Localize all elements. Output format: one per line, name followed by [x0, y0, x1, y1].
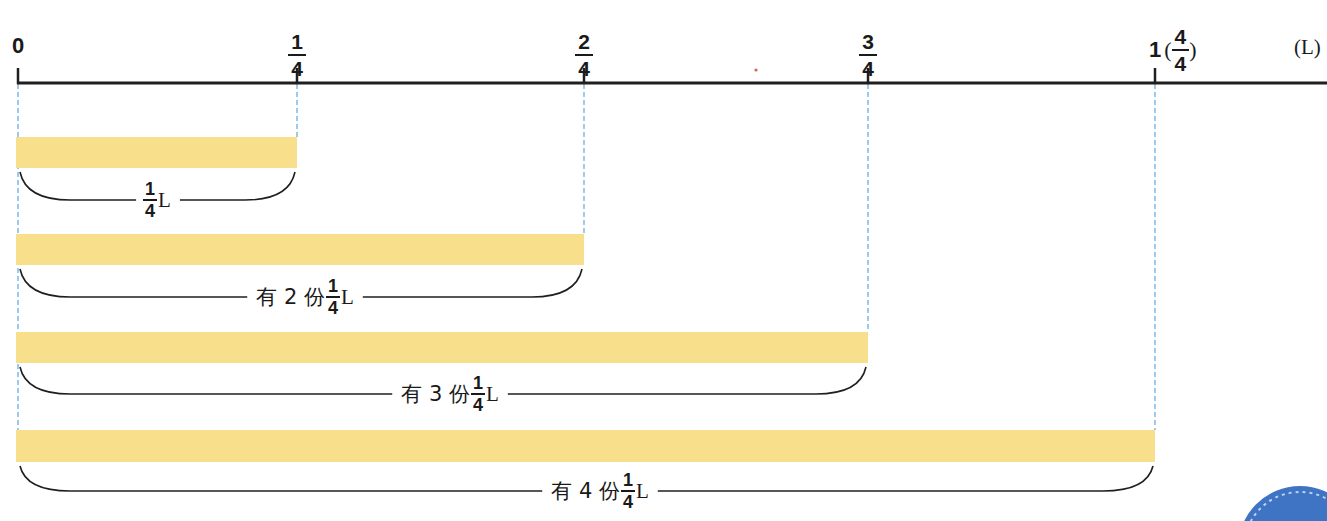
- denominator: 4: [1175, 53, 1187, 74]
- label-text: (: [1164, 37, 1171, 63]
- amount-bar: [16, 430, 1155, 462]
- fraction: 14: [291, 31, 303, 79]
- numerator: 1: [623, 471, 633, 489]
- tick-label: 34: [862, 31, 874, 79]
- bars: [16, 137, 1155, 462]
- label-text: 1: [1149, 39, 1161, 61]
- tick: [17, 68, 20, 84]
- fraction-bar: [288, 54, 306, 56]
- guide-line: [583, 84, 584, 234]
- fraction-bar: [471, 393, 485, 395]
- corner-decoration: [1238, 486, 1327, 521]
- guide-line: [296, 84, 297, 137]
- bracket-curve: [658, 466, 1153, 491]
- fraction: 24: [578, 31, 590, 79]
- guide-line: [1154, 84, 1155, 430]
- numerator: 2: [578, 31, 590, 52]
- bracket-curve: [20, 172, 136, 200]
- corner-decoration-ring: [1244, 492, 1327, 521]
- fraction: 14: [145, 180, 155, 220]
- tick-label: 24: [578, 31, 590, 79]
- denominator: 4: [291, 58, 303, 79]
- print-dot: [754, 68, 757, 71]
- label-text: L: [486, 382, 499, 407]
- numerator: 1: [291, 31, 303, 52]
- number-line: [17, 82, 1327, 85]
- bracket-curve: [180, 172, 295, 200]
- bracket-curve: [20, 466, 542, 491]
- fraction: 14: [623, 471, 633, 511]
- numerator: 4: [1175, 26, 1187, 47]
- fraction: 34: [862, 31, 874, 79]
- unit-label: (L): [1294, 35, 1321, 60]
- bracket-label: 有 4 份14L: [547, 471, 653, 511]
- label-text: L: [636, 479, 649, 504]
- amount-bar: [16, 137, 297, 168]
- bracket-curve: [508, 367, 866, 394]
- tick-label: 0: [12, 35, 24, 57]
- label-text: L: [158, 188, 171, 213]
- bracket-curve: [20, 367, 392, 394]
- numerator: 3: [862, 31, 874, 52]
- tick-label: 14: [291, 31, 303, 79]
- label-text: L: [341, 285, 354, 310]
- numerator: 1: [473, 374, 483, 392]
- numerator: 1: [145, 180, 155, 198]
- tick: [1154, 68, 1157, 84]
- bracket-label: 14L: [141, 180, 175, 220]
- label-text: 有 4 份: [551, 477, 620, 505]
- bracket-curve: [20, 269, 247, 297]
- fraction: 14: [328, 277, 338, 317]
- fraction-bar: [859, 54, 877, 56]
- denominator: 4: [862, 58, 874, 79]
- bracket-label: 有 3 份14L: [397, 374, 503, 414]
- fraction-bar: [621, 490, 635, 492]
- fraction: 44: [1175, 26, 1187, 74]
- tick-label: 1(44): [1149, 26, 1197, 74]
- bracket-label: 有 2 份14L: [252, 277, 358, 317]
- amount-bar: [16, 234, 584, 265]
- brackets: [20, 172, 1153, 491]
- denominator: 4: [328, 299, 338, 317]
- fraction-bar: [326, 296, 340, 298]
- label-text: 0: [12, 35, 24, 57]
- denominator: 4: [145, 202, 155, 220]
- label-text: 有 2 份: [256, 283, 325, 311]
- fraction: 14: [473, 374, 483, 414]
- label-text: (L): [1294, 35, 1321, 60]
- denominator: 4: [578, 58, 590, 79]
- fraction-bar: [1172, 49, 1190, 51]
- label-text: ): [1189, 37, 1196, 63]
- denominator: 4: [473, 396, 483, 414]
- bracket-curve: [363, 269, 582, 297]
- amount-bar: [16, 332, 868, 363]
- fraction-bar: [143, 199, 157, 201]
- numerator: 1: [328, 277, 338, 295]
- denominator: 4: [623, 493, 633, 511]
- guide-line: [867, 84, 868, 332]
- fraction-bar: [575, 54, 593, 56]
- label-text: 有 3 份: [401, 380, 470, 408]
